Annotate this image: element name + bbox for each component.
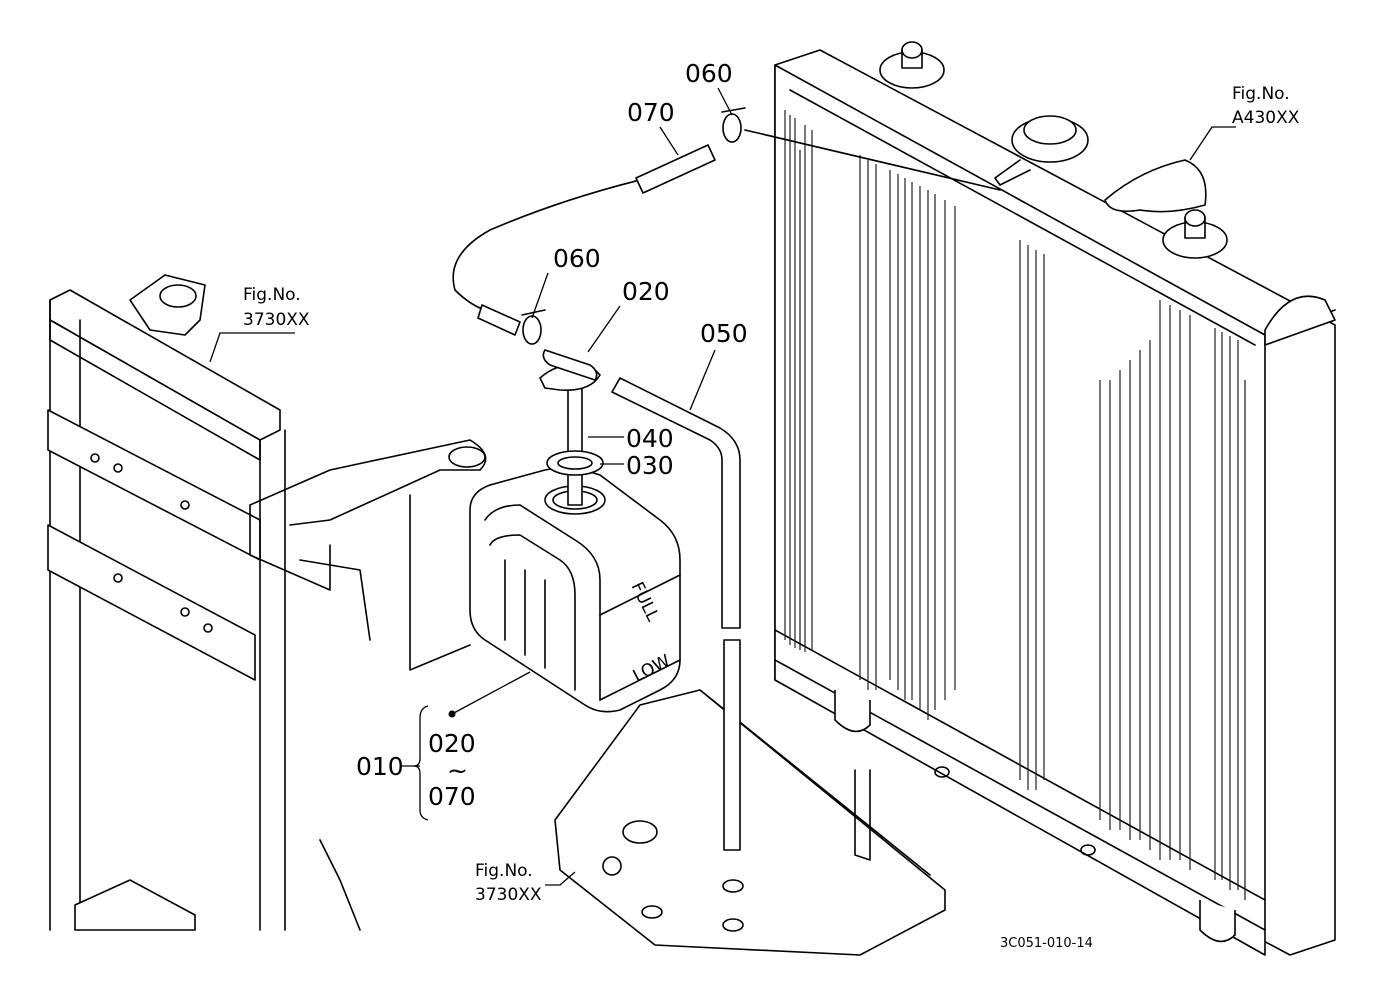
callout-drain-hose: 050 — [700, 319, 748, 348]
tank-pipe — [567, 384, 583, 506]
callout-range-end: 070 — [428, 782, 476, 811]
figref-frame-lower-label: Fig.No. — [475, 861, 533, 881]
callout-assembly: 010 — [356, 752, 404, 781]
hose-clamp-top — [721, 107, 746, 143]
figref-frame-upper-label: Fig.No. — [243, 285, 301, 305]
callout-tank-cap: 020 — [622, 277, 670, 306]
figref-radiator-number: A430XX — [1232, 108, 1300, 128]
gasket — [546, 450, 604, 476]
frame-bracket-left — [47, 274, 487, 931]
drawing-number: 3C051-010-14 — [1000, 936, 1093, 951]
callout-gasket: 030 — [626, 451, 674, 480]
callout-overflow-hose-small: 070 — [627, 98, 675, 127]
figref-frame-upper-number: 3730XX — [243, 310, 310, 330]
callout-hose-clamp-top: 060 — [685, 59, 733, 88]
radiator-core-fins — [784, 110, 1239, 890]
figref-frame-lower-number: 3730XX — [475, 885, 542, 905]
tank-cap — [539, 349, 601, 392]
drain-hose — [611, 377, 741, 851]
callout-tank-pipe: 040 — [626, 424, 674, 453]
callout-range-start: 020 — [428, 729, 476, 758]
mounting-plate — [554, 689, 946, 956]
leader-lines — [209, 87, 1236, 886]
figref-radiator-label: Fig.No. — [1232, 84, 1290, 104]
reserve-tank — [469, 467, 681, 713]
overflow-hose — [452, 129, 1001, 336]
callout-range-tilde: ~ — [447, 756, 468, 785]
radiator — [774, 41, 1336, 956]
callout-hose-clamp-mid: 060 — [553, 244, 601, 273]
